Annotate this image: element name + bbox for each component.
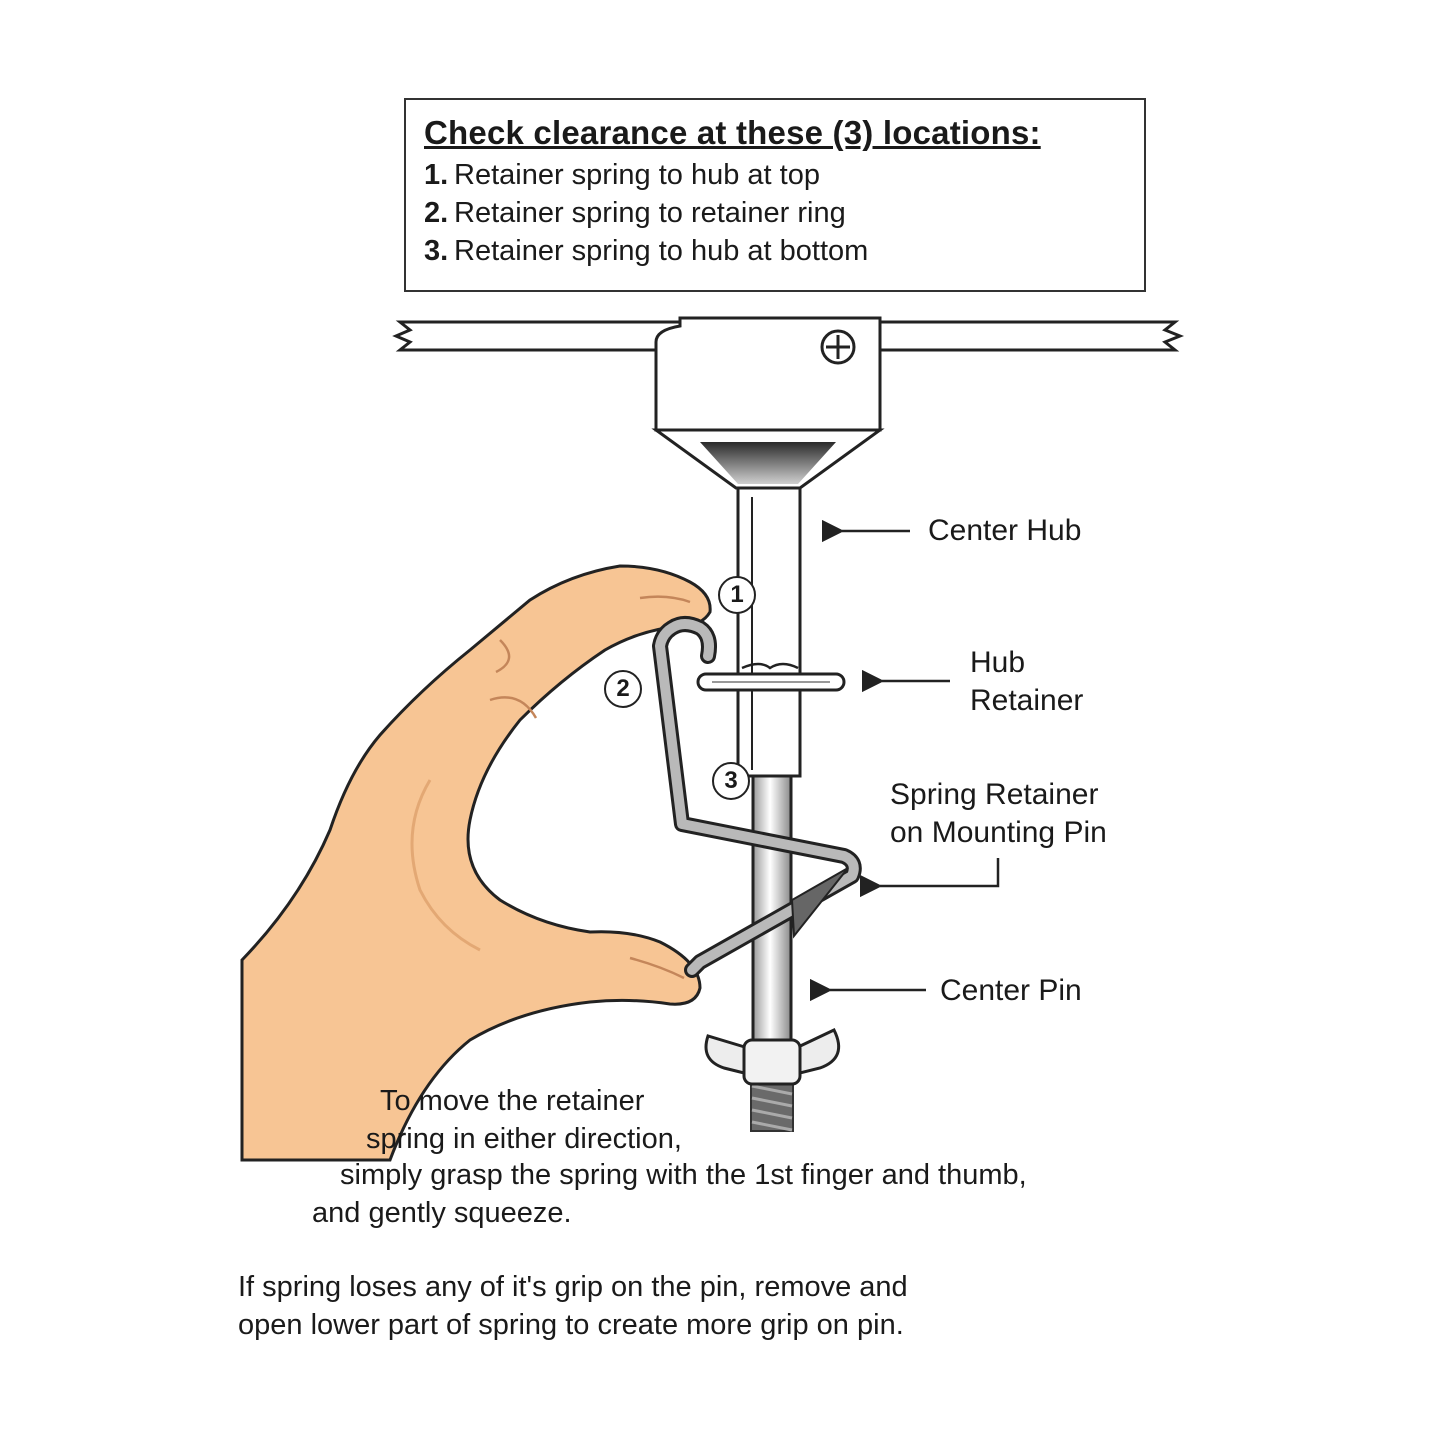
label-hub-retainer-line2: Retainer [970,684,1084,717]
item-number: 2. [424,197,449,229]
item-text: Retainer spring to hub at top [454,159,820,191]
spring-retainer [652,616,862,978]
instruction-line: To move the retainer [380,1085,645,1117]
clearance-note-title: Check clearance at these (3) locations: [424,114,1041,151]
clearance-list: 1.Retainer spring to hub at top 2.Retain… [424,156,1126,270]
item-number: 3. [424,235,449,267]
label-hub-retainer-line1: Hub [970,646,1026,679]
list-item: 2.Retainer spring to retainer ring [424,194,1126,232]
label-center-pin: Center Pin [940,974,1082,1007]
label-spring-retainer-line1: Spring Retainer [890,778,1099,811]
hub-retainer-ring [696,662,846,692]
label-center-hub: Center Hub [928,514,1082,547]
callout-2: 2 [604,670,642,708]
item-text: Retainer spring to retainer ring [454,197,846,229]
arrow-left-icon [859,858,1000,898]
list-item: 1.Retainer spring to hub at top [424,156,1126,194]
list-item: 3.Retainer spring to hub at bottom [424,232,1126,270]
hand [240,564,712,1162]
clearance-note-box: Check clearance at these (3) locations: … [404,98,1146,292]
callout-3: 3 [712,762,750,800]
item-text: Retainer spring to hub at bottom [454,235,869,267]
instruction-line: and gently squeeze. [312,1197,572,1229]
instruction-line: simply grasp the spring with the 1st fin… [340,1159,1027,1191]
item-number: 1. [424,159,449,191]
wing-nut-icon [704,1028,841,1086]
center-hub [736,486,802,778]
instruction-line: spring in either direction, [366,1123,682,1155]
phillips-screw-icon [820,329,856,365]
grip-note-line: open lower part of spring to create more… [238,1309,904,1341]
label-spring-retainer-line2: on Mounting Pin [890,816,1107,849]
callout-1: 1 [718,576,756,614]
grip-note-line: If spring loses any of it's grip on the … [238,1271,908,1303]
